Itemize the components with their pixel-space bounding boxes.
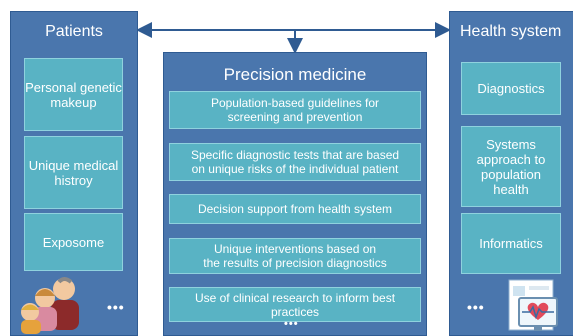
health-item-systems-approach: Systems approach to population health — [461, 126, 561, 207]
health-item-diagnostics: Diagnostics — [461, 62, 561, 115]
health-item-informatics: Informatics — [461, 213, 561, 274]
precision-item-decision-support: Decision support from health system — [169, 194, 421, 224]
patients-item-medical-history: Unique medical histroy — [24, 136, 123, 209]
precision-item-clinical-research: Use of clinical research to inform best … — [169, 287, 421, 322]
patients-item-exposome: Exposome — [24, 213, 123, 271]
patients-title: Patients — [45, 23, 103, 40]
precision-medicine-panel: Precision medicine Population-based guid… — [163, 52, 427, 336]
people-icon — [19, 274, 89, 334]
precision-item-guidelines: Population-based guidelines for screenin… — [169, 91, 421, 129]
patients-panel: Patients Personal genetic makeup Unique … — [10, 11, 138, 336]
precision-more-dots: ••• — [284, 318, 299, 330]
patients-more-dots: ••• — [107, 299, 125, 315]
health-more-dots: ••• — [467, 299, 485, 315]
precision-item-interventions: Unique interventions based on the result… — [169, 238, 421, 274]
health-system-title: Health system — [460, 23, 562, 40]
health-system-panel: Health system Diagnostics Systems approa… — [449, 11, 573, 336]
health-monitor-icon — [505, 278, 563, 334]
precision-item-diagnostic-tests: Specific diagnostic tests that are based… — [169, 143, 421, 181]
precision-medicine-title: Precision medicine — [223, 65, 367, 84]
patients-item-genetic-makeup: Personal genetic makeup — [24, 58, 123, 131]
